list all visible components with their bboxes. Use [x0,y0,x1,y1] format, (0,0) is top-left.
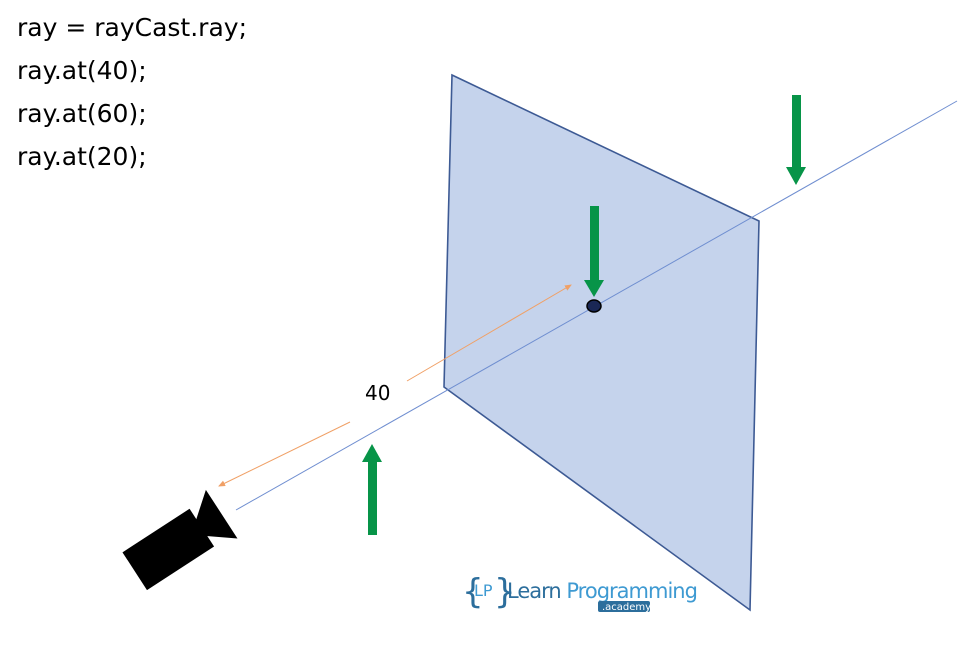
logo-initials: LP [474,581,493,600]
logo-text-learn: Learn [507,579,561,603]
down-arrow-icon [584,206,604,297]
code-line-3: ray.at(60); [17,99,147,128]
distance-label: 40 [365,381,390,405]
learnprogramming-logo: { LP } Learn Programming .academy [462,572,698,613]
logo-brace-close: } [494,572,516,612]
video-camera-icon [122,489,238,591]
logo-text-programming: Programming [566,579,697,603]
code-line-2: ray.at(40); [17,56,147,85]
intersection-point [586,299,602,313]
intersection-plane [443,73,760,612]
code-line-4: ray.at(20); [17,142,147,171]
code-line-1: ray = rayCast.ray; [17,13,247,42]
logo-brace-open: { [462,572,484,612]
down-arrow-icon [786,95,806,185]
up-arrow-icon [362,444,382,535]
logo-text: Learn Programming [507,579,697,603]
logo-subtext: .academy [602,602,651,613]
distance-arrow-start [218,421,351,487]
distance-arrow-end [406,284,572,382]
code-snippet: ray = rayCast.ray; ray.at(40); ray.at(60… [17,6,247,178]
